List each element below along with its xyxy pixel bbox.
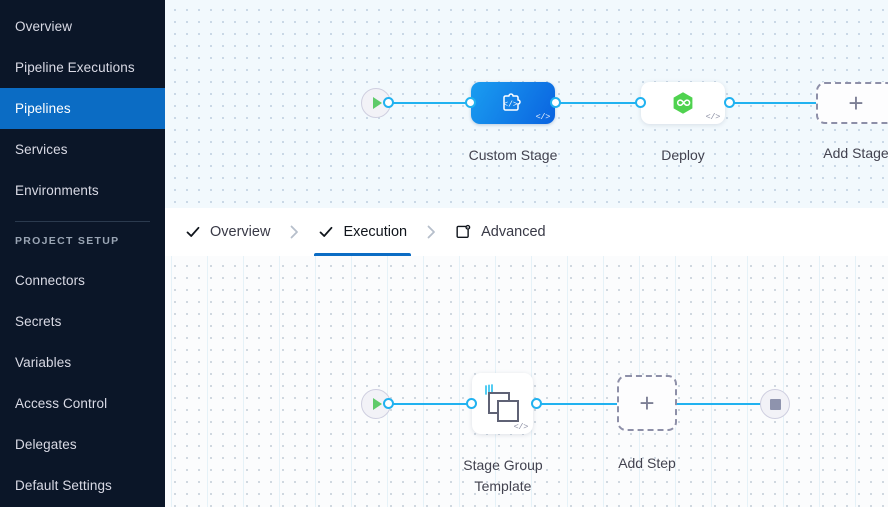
stage-connector-custom-deploy — [554, 102, 646, 104]
stage-connector-start-custom — [387, 102, 479, 104]
add-stage-button[interactable]: + — [816, 82, 888, 124]
step-node-layer: </> Stage Group Template + Add Step — [165, 256, 888, 507]
sidebar-item-secrets[interactable]: Secrets — [0, 301, 165, 342]
port-step-start-out[interactable] — [383, 398, 394, 409]
sidebar-item-services[interactable]: Services — [0, 129, 165, 170]
step-end-node[interactable] — [760, 389, 790, 419]
sidebar-item-delegates[interactable]: Delegates — [0, 424, 165, 465]
advanced-settings-icon — [456, 224, 471, 238]
harness-hexagon-icon — [673, 92, 693, 114]
sidebar-item-variables[interactable]: Variables — [0, 342, 165, 383]
sidebar-item-label: Secrets — [15, 314, 62, 329]
tab-separator — [411, 224, 451, 240]
stage-node-deploy[interactable]: </> — [641, 82, 725, 124]
tab-label: Overview — [210, 224, 271, 240]
template-copies-icon — [484, 383, 519, 422]
sidebar-item-environments[interactable]: Environments — [0, 170, 165, 211]
sidebar-item-overview[interactable]: Overview — [0, 6, 165, 47]
step-label-add-step: Add Step — [618, 455, 676, 471]
plus-icon: + — [848, 88, 864, 118]
stage-node-custom-stage[interactable]: </> </> — [471, 82, 555, 124]
sidebar-item-label: Pipeline Executions — [15, 60, 135, 75]
check-icon — [320, 226, 333, 237]
plus-icon: + — [639, 388, 655, 418]
sidebar-item-connectors[interactable]: Connectors — [0, 260, 165, 301]
check-icon — [186, 226, 200, 237]
sidebar-item-label: Services — [15, 142, 68, 157]
step-graph-canvas[interactable]: </> Stage Group Template + Add Step — [165, 256, 888, 507]
step-node-stage-group-template[interactable]: </> — [472, 373, 533, 434]
tab-label: Execution — [343, 224, 408, 240]
port-custom-in[interactable] — [465, 97, 476, 108]
stage-code-badge: </> — [535, 111, 551, 122]
sidebar-item-label: Access Control — [15, 396, 108, 411]
tab-execution[interactable]: Execution — [314, 208, 411, 256]
sidebar-item-pipeline-executions[interactable]: Pipeline Executions — [0, 47, 165, 88]
play-icon — [372, 398, 382, 410]
sidebar-item-label: Default Settings — [15, 478, 112, 493]
stop-icon — [769, 398, 781, 410]
sidebar-item-label: Connectors — [15, 273, 86, 288]
port-deploy-in[interactable] — [635, 97, 646, 108]
sidebar-item-access-control[interactable]: Access Control — [0, 383, 165, 424]
stage-config-tabbar: Overview Execution — [165, 208, 888, 256]
stage-node-layer: </> </> Custom Stage </> Deploy — [165, 0, 888, 208]
tab-separator — [274, 224, 314, 240]
sidebar-item-label: Pipelines — [15, 101, 71, 116]
step-code-badge: </> — [513, 421, 529, 432]
step-label-stage-group-template: Stage Group Template — [463, 457, 543, 494]
sidebar: Overview Pipeline Executions Pipelines S… — [0, 0, 165, 507]
sidebar-item-default-settings[interactable]: Default Settings — [0, 465, 165, 506]
port-custom-out[interactable] — [550, 97, 561, 108]
sidebar-item-label: Delegates — [15, 437, 77, 452]
sidebar-item-pipelines[interactable]: Pipelines — [0, 88, 165, 129]
stage-graph-canvas[interactable]: </> </> Custom Stage </> Deploy — [165, 0, 888, 208]
port-template-out[interactable] — [531, 398, 542, 409]
play-icon — [372, 97, 382, 109]
stage-code-badge: </> — [705, 111, 721, 122]
sidebar-item-label: Environments — [15, 183, 99, 198]
sidebar-item-label: Variables — [15, 355, 72, 370]
sidebar-section-project-setup: PROJECT SETUP — [15, 235, 120, 247]
sidebar-item-label: Overview — [15, 19, 73, 34]
stage-label-deploy: Deploy — [661, 147, 705, 163]
stage-label-add-stage: Add Stage — [823, 145, 888, 161]
tab-advanced[interactable]: Advanced — [451, 208, 550, 256]
puzzle-code-icon: </> — [503, 93, 521, 111]
stage-connector-deploy-add — [728, 102, 820, 104]
chevron-right-icon — [427, 225, 435, 239]
port-deploy-out[interactable] — [724, 97, 735, 108]
tab-label: Advanced — [481, 224, 546, 240]
chevron-right-icon — [290, 225, 298, 239]
add-step-button[interactable]: + — [617, 375, 677, 431]
main-content: </> </> Custom Stage </> Deploy — [165, 0, 888, 507]
tab-overview[interactable]: Overview — [181, 208, 274, 256]
port-template-in[interactable] — [466, 398, 477, 409]
sidebar-divider — [15, 221, 150, 222]
step-connector-start-template — [387, 403, 479, 405]
svg-text:</>: </> — [503, 101, 518, 110]
stage-label-custom-stage: Custom Stage — [468, 147, 558, 163]
port-start-out[interactable] — [383, 97, 394, 108]
